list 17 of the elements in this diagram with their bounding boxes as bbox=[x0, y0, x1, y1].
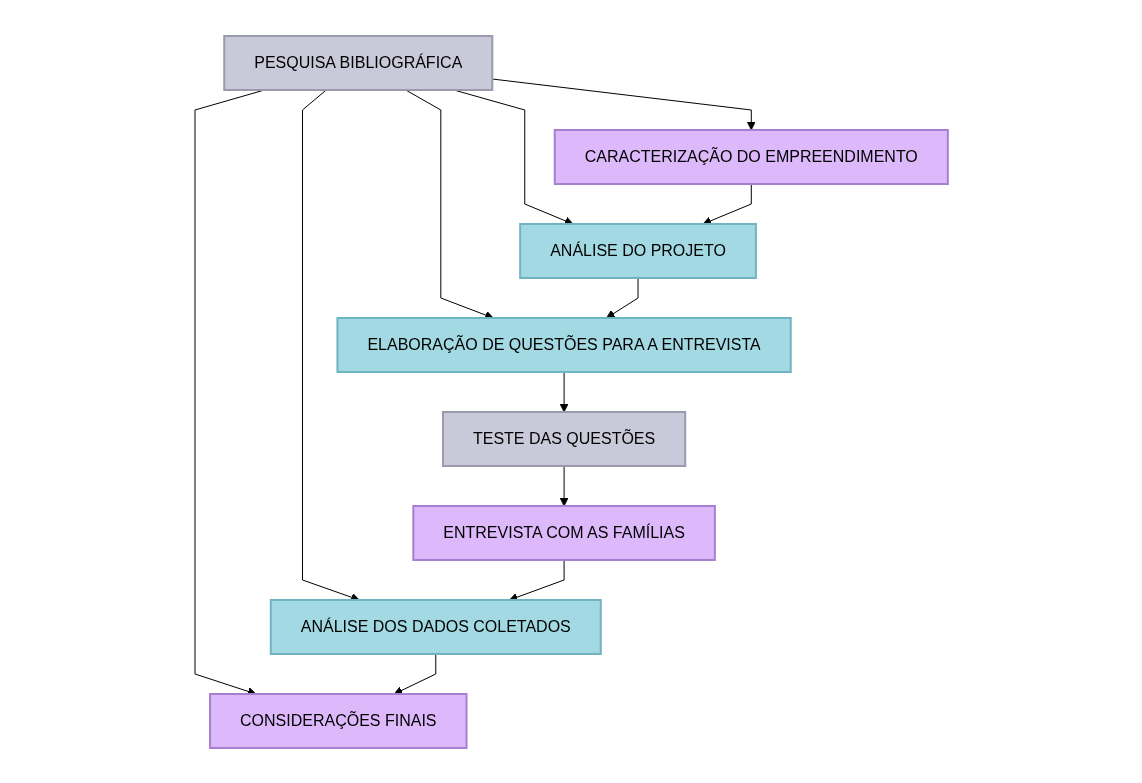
arrow bbox=[605, 277, 639, 318]
node-box: ANÁLISE DO PROJETO bbox=[518, 222, 757, 279]
node-box: TESTE DAS QUESTÕES bbox=[441, 410, 686, 467]
node-box: PESQUISA BIBLIOGRÁFICA bbox=[222, 34, 493, 91]
node-box: ELABORAÇÃO DE QUESTÕES PARA A ENTREVISTA bbox=[336, 316, 792, 373]
node-box: CONSIDERAÇÕES FINAIS bbox=[208, 692, 468, 749]
arrow bbox=[559, 371, 569, 412]
arrow bbox=[559, 465, 569, 506]
arrow bbox=[491, 78, 756, 130]
arrow bbox=[301, 89, 360, 601]
arrow bbox=[702, 183, 752, 225]
arrow bbox=[393, 653, 436, 694]
node-box: ANÁLISE DOS DADOS COLETADOS bbox=[269, 598, 602, 655]
node-box: ENTREVISTA COM AS FAMÍLIAS bbox=[411, 504, 716, 561]
arrow bbox=[508, 559, 565, 601]
node-box: CARACTERIZAÇÃO DO EMPREENDIMENTO bbox=[553, 128, 949, 185]
arrow bbox=[404, 89, 494, 319]
